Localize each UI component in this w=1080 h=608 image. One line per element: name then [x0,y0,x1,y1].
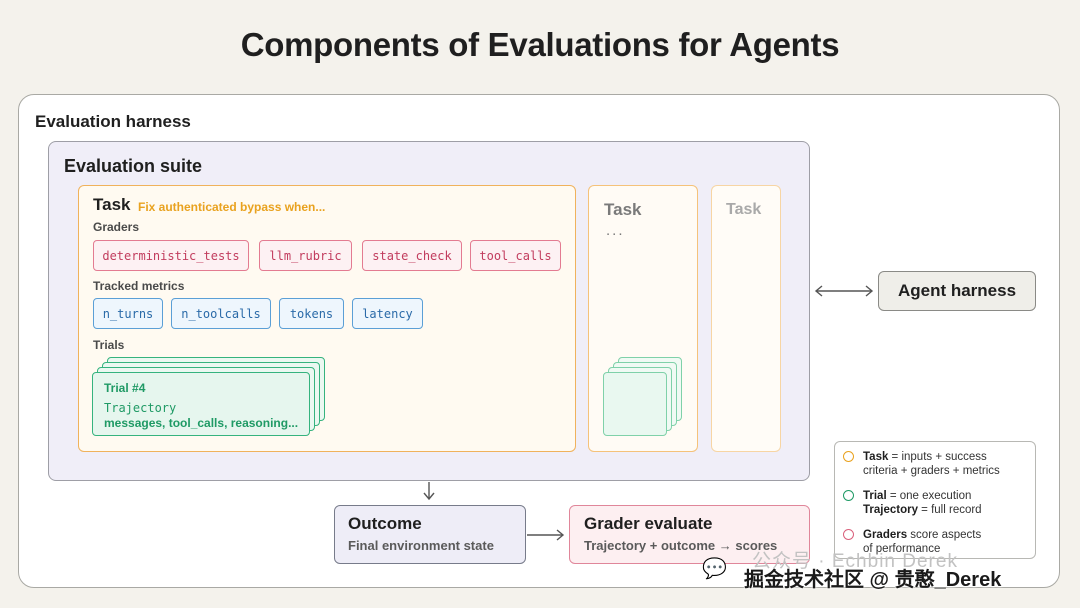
metric-chip: tokens [279,298,344,329]
legend-task-term: Task [863,451,889,463]
legend-task-dot [843,451,854,462]
arrow-suite-to-outcome-head [423,492,435,501]
trial-card-front [92,372,310,436]
outcome-title: Outcome [348,514,422,533]
trial-trajectory-detail: messages, tool_calls, reasoning... [104,416,299,430]
legend-graders-line2: of performance [863,543,941,555]
legend-task-line2: criteria + graders + metrics [863,465,1000,477]
evaluation-harness-label: Evaluation harness [35,112,191,131]
legend-trajectory-term: Trajectory [863,504,918,516]
agent-harness-box: Agent harness [878,271,1036,311]
trial-title: Trial #4 [104,381,146,395]
legend-trajectory-rest: = full record [917,504,982,516]
metric-chip: n_toolcalls [171,298,271,329]
outcome-subtitle: Final environment state [348,538,494,553]
arrow-left-head [814,285,823,297]
watermark-top: 公众号 · Echbin Derek [752,551,958,572]
grader-subtitle: Trajectory + outcome → scores [584,538,778,553]
trial-trajectory-label: Trajectory [104,401,177,415]
legend-task-text: Task = inputs + success criteria + grade… [863,450,1000,478]
task-3-title: Task [726,201,762,218]
task-description: Fix authenticated bypass when... [138,200,326,214]
arrow-right-head [865,285,874,297]
tracked-metrics-label: Tracked metrics [93,279,185,293]
trials-label: Trials [93,338,125,352]
legend-trial-text: Trial = one execution Trajectory = full … [863,489,982,517]
arrow-outcome-to-grader-head [556,529,565,541]
trial-mini-card [603,372,667,436]
legend-trial-term: Trial [863,490,887,502]
grader-box [569,505,810,564]
watermark-bottom: 掘金技术社区 @ 贵憨_Derek [744,569,1002,591]
legend-box [834,441,1036,559]
task-title: Task [93,195,131,214]
task-card-tertiary [711,185,781,452]
grader-chip: llm_rubric [259,240,352,271]
metric-chip: n_turns [93,298,163,329]
grader-chip: tool_calls [470,240,561,271]
graders-label: Graders [93,220,140,234]
legend-graders-text: Graders score aspects of performance [863,528,981,556]
task-2-title: Task [604,200,642,219]
legend-graders-term: Graders [863,529,908,541]
legend-task-rest: = inputs + success [888,451,987,463]
legend-graders-dot [843,529,854,540]
grader-chip: state_check [362,240,462,271]
legend-trial-rest: = one execution [886,490,972,502]
task-2-ellipsis: ... [606,222,625,239]
outcome-box [334,505,526,564]
grader-title: Grader evaluate [584,514,713,533]
metric-chip: latency [352,298,423,329]
wechat-icon: 💬 [702,558,727,580]
grader-chip: deterministic_tests [93,240,249,271]
evaluation-suite-label: Evaluation suite [64,156,203,176]
legend-trial-dot [843,490,854,501]
legend-graders-rest: score aspects [907,529,982,541]
diagram-title: Components of Evaluations for Agents [240,26,840,63]
